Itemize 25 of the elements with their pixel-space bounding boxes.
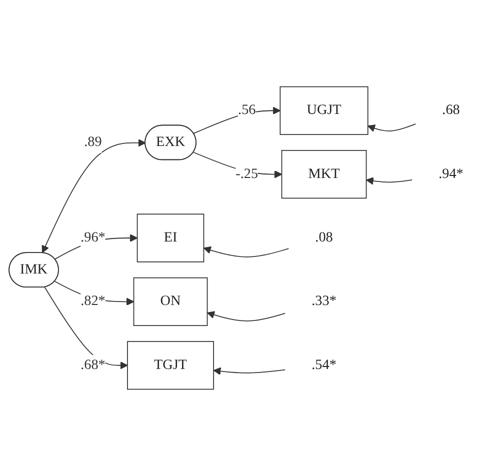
node-box: MKT (281, 150, 367, 199)
node-box: EI (136, 214, 204, 262)
edge-label: -.25 (236, 166, 258, 182)
arrow (42, 138, 146, 254)
arrow (193, 106, 281, 134)
arrow (203, 246, 290, 258)
node-text: .33* (312, 294, 336, 309)
arrow (193, 152, 282, 178)
node-box: UGJT (280, 86, 368, 135)
arrow (44, 286, 128, 370)
node-box: TGJT (127, 341, 214, 390)
edge-label: .96* (80, 230, 106, 246)
arrow (213, 367, 286, 376)
node-box: ON (133, 277, 208, 326)
edge-label: .68* (80, 357, 106, 372)
node-text: .94* (438, 166, 464, 182)
arrow (368, 124, 416, 132)
node-text: .08 (315, 230, 333, 246)
node-text: .54* (312, 357, 336, 372)
arrow (366, 177, 413, 185)
edge-label: .56 (238, 102, 256, 118)
edge-label: .82* (80, 294, 106, 309)
arrow (206, 311, 286, 322)
edge-label: .89 (84, 134, 102, 150)
node-text: .68 (442, 102, 460, 118)
